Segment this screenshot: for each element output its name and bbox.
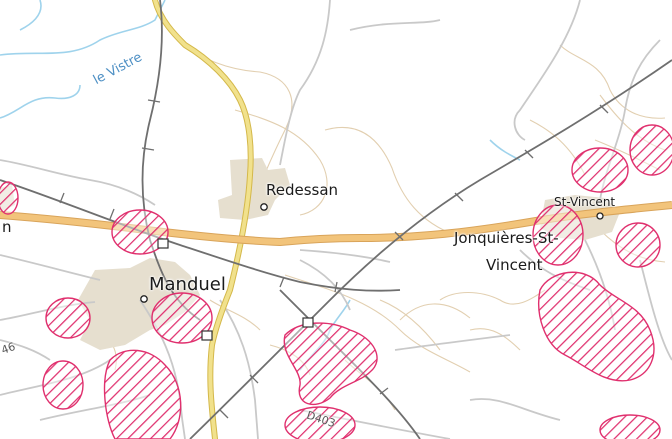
hatched-zone — [151, 292, 213, 344]
hatched-zone — [103, 349, 182, 439]
place-label-st-vincent: St-Vincent — [554, 195, 616, 209]
hatched-zone — [629, 124, 672, 176]
hatched-zone — [45, 297, 91, 339]
town-point-icon — [140, 295, 148, 303]
redessan-urban-area — [218, 158, 290, 220]
hatched-zones — [0, 124, 672, 439]
hatched-zone — [283, 322, 378, 406]
town-point-icon — [260, 203, 268, 211]
hatched-zone — [284, 406, 356, 439]
place-label-jonquieres-line1: Jonquières-St- — [454, 229, 559, 247]
north-south-road — [153, 0, 253, 439]
manduel-urban-area — [78, 258, 200, 350]
railway-diagonal — [189, 59, 672, 439]
station-icon — [302, 317, 314, 328]
hamlet-point-icon — [596, 212, 604, 220]
main-roads — [152, 0, 254, 439]
railway-west — [0, 179, 401, 292]
station-icon — [157, 238, 169, 249]
place-label-edge-fragment: n — [2, 218, 12, 236]
vistre-river — [0, 0, 166, 56]
railway-ticks — [59, 99, 609, 419]
place-label-redessan: Redessan — [266, 181, 339, 199]
hatched-zone — [42, 360, 84, 410]
place-label-jonquieres-line2: Vincent — [486, 256, 543, 274]
hatched-zone — [571, 147, 629, 193]
hatched-zone — [615, 222, 661, 268]
hatched-zone — [0, 181, 19, 215]
map-symbols — [140, 203, 604, 341]
hatched-zone — [538, 271, 655, 382]
place-label-manduel: Manduel — [149, 274, 226, 295]
station-icon — [201, 330, 213, 341]
hatched-zone — [599, 414, 661, 439]
railway-north — [141, 0, 201, 321]
hatched-zone — [532, 204, 584, 266]
hatched-zone — [111, 209, 169, 255]
